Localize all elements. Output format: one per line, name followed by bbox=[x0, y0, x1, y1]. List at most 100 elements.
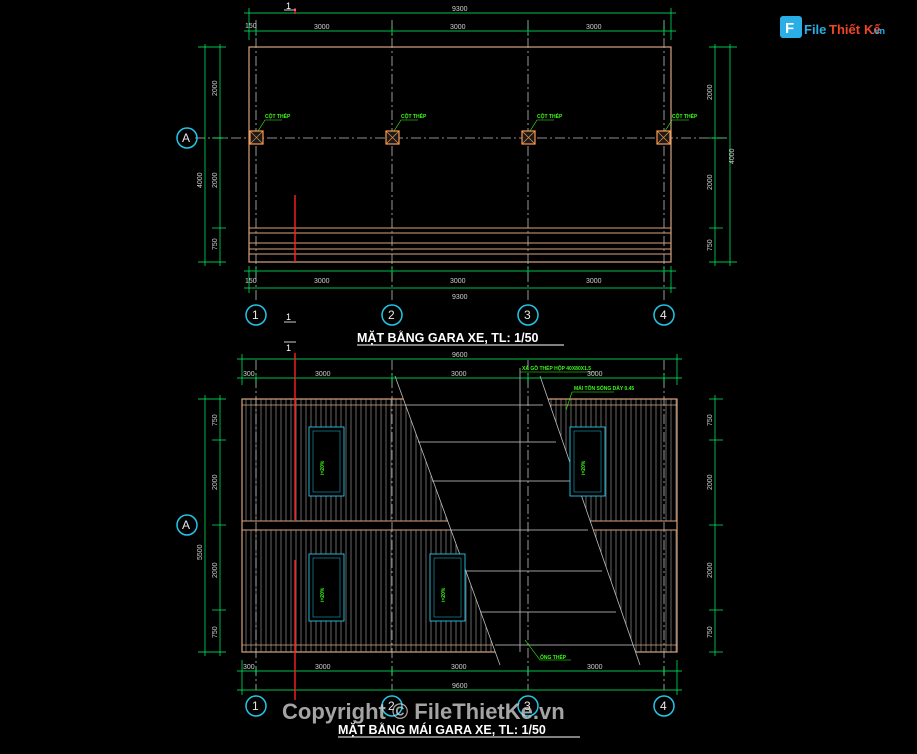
steel-pipe-note: ỐNG THÉP bbox=[540, 653, 567, 661]
bay-span-dim: 3000 bbox=[586, 278, 602, 285]
logo-icon bbox=[780, 16, 802, 38]
left-dim: 750 bbox=[212, 626, 219, 638]
grid-bubble-2 bbox=[381, 695, 403, 717]
svg-text:1: 1 bbox=[286, 343, 291, 353]
roof-grid-axes bbox=[255, 360, 665, 690]
left-dim: 750 bbox=[212, 238, 219, 250]
bay-span-dim: 3000 bbox=[314, 278, 330, 285]
right-dim: 2000 bbox=[707, 84, 714, 100]
right-dim: 2000 bbox=[707, 474, 714, 490]
svg-text:2: 2 bbox=[388, 308, 395, 322]
right-total-dim: 4000 bbox=[729, 148, 736, 164]
left-dim: 2000 bbox=[212, 80, 219, 96]
svg-text:1: 1 bbox=[252, 308, 259, 322]
grid-bubble-4 bbox=[653, 304, 675, 326]
column-label: CỘT THÉP bbox=[672, 112, 698, 120]
skylight-window bbox=[429, 553, 466, 622]
bay-span-dim: 3000 bbox=[586, 24, 602, 31]
steel-columns bbox=[249, 130, 671, 145]
grid-bubble-a bbox=[176, 127, 198, 149]
bay-span-dim: 3000 bbox=[450, 24, 466, 31]
bay-span-dim: 3000 bbox=[450, 278, 466, 285]
svg-text:2: 2 bbox=[388, 699, 395, 713]
steel-column bbox=[385, 130, 400, 145]
steel-column bbox=[656, 130, 671, 145]
edge-offset-dim: 300 bbox=[243, 371, 255, 378]
column-label: CỘT THÉP bbox=[265, 112, 291, 120]
column-label: CỘT THÉP bbox=[401, 112, 427, 120]
edge-offset-dim: 300 bbox=[243, 664, 255, 671]
right-dim: 750 bbox=[707, 239, 714, 251]
logo-word-file: File bbox=[804, 22, 826, 37]
grid-bubble-2 bbox=[381, 304, 403, 326]
grid-bubbles-roof: A 1 2 3 4 bbox=[176, 514, 675, 717]
roof-dimension-lines bbox=[198, 354, 723, 695]
side-dimension-lines bbox=[198, 44, 737, 266]
slope-label: i=20% bbox=[320, 460, 326, 475]
grid-bubble-a bbox=[176, 514, 198, 536]
left-dim: 2000 bbox=[212, 172, 219, 188]
copyright-watermark: Copyright © FileThietKe.vn bbox=[282, 699, 565, 724]
section-marker-top: 1 1 bbox=[284, 1, 296, 323]
right-dim: 2000 bbox=[707, 562, 714, 578]
grid-bubbles-top: A 1 2 3 4 bbox=[176, 127, 675, 326]
roof-sheet-note: MÁI TÔN SÓNG DÀY 0.45 bbox=[574, 384, 634, 392]
steel-column bbox=[521, 130, 536, 145]
left-dim: 2000 bbox=[212, 562, 219, 578]
plan-title: MẶT BẰNG GARA XE, TL: 1/50 bbox=[357, 330, 539, 345]
floor-outline bbox=[248, 46, 672, 263]
purlin-note: XÀ GỒ THÉP HỘP 40X80X1.5 bbox=[522, 364, 591, 372]
section-marker-bottom: 1 bbox=[286, 312, 291, 322]
skylight-windows bbox=[308, 426, 606, 622]
overall-width-dim: 9300 bbox=[452, 6, 468, 13]
overall-width-dim: 9600 bbox=[452, 683, 468, 690]
bay-span-dim: 3000 bbox=[451, 664, 467, 671]
bay-span-dim: 3000 bbox=[451, 371, 467, 378]
slope-label: i=20% bbox=[581, 460, 587, 475]
svg-text:4: 4 bbox=[660, 308, 667, 322]
left-total-dim: 4000 bbox=[197, 172, 204, 188]
overall-width-dim: 9600 bbox=[452, 352, 468, 359]
overall-width-dim: 9300 bbox=[452, 294, 468, 301]
bay-span-dim: 3000 bbox=[315, 371, 331, 378]
filethietke-logo: F File Thiết Kế .vn bbox=[780, 16, 885, 38]
section-marker-roof: 1 bbox=[284, 341, 296, 353]
svg-text:3: 3 bbox=[524, 699, 531, 713]
logo-icon-letter: F bbox=[785, 20, 794, 37]
right-dim: 750 bbox=[707, 414, 714, 426]
top-dimension-lines bbox=[244, 8, 676, 293]
skylight-band bbox=[394, 375, 641, 666]
right-dim: 750 bbox=[707, 626, 714, 638]
svg-text:1: 1 bbox=[286, 1, 291, 11]
garage-roof-plan: i=20% i=20% i=20% i=20% XÀ GỒ THÉP HỘP 4… bbox=[176, 341, 723, 738]
svg-text:3: 3 bbox=[524, 308, 531, 322]
garage-floor-plan: CỘT THÉP CỘT THÉP CỘT THÉP CỘT THÉP 9300… bbox=[176, 1, 737, 346]
svg-text:A: A bbox=[182, 518, 190, 532]
grid-bubble-4 bbox=[653, 695, 675, 717]
steel-column bbox=[249, 130, 264, 145]
column-label: CỘT THÉP bbox=[537, 112, 563, 120]
grid-bubble-1 bbox=[245, 695, 267, 717]
skylight-window bbox=[308, 553, 345, 622]
left-total-dim: 5500 bbox=[197, 544, 204, 560]
left-dim: 750 bbox=[212, 414, 219, 426]
svg-text:A: A bbox=[182, 131, 190, 145]
grid-bubble-3 bbox=[517, 695, 539, 717]
slope-label: i=20% bbox=[320, 587, 326, 602]
front-steps bbox=[249, 227, 671, 255]
svg-text:4: 4 bbox=[660, 699, 667, 713]
bay-span-dim: 3000 bbox=[587, 664, 603, 671]
svg-text:1: 1 bbox=[252, 699, 259, 713]
grid-bubble-3 bbox=[517, 304, 539, 326]
skylight-window bbox=[569, 426, 606, 497]
grid-bubble-1 bbox=[245, 304, 267, 326]
bay-span-dim: 3000 bbox=[315, 664, 331, 671]
bay-span-dim: 3000 bbox=[587, 371, 603, 378]
bay-span-dim: 3000 bbox=[314, 24, 330, 31]
logo-word-thiet: Thiết bbox=[829, 22, 861, 37]
roof-plan-title: MẶT BẰNG MÁI GARA XE, TL: 1/50 bbox=[338, 722, 546, 737]
skylight-window bbox=[308, 426, 345, 497]
logo-suffix: .vn bbox=[872, 26, 885, 36]
edge-offset-dim: 150 bbox=[245, 23, 257, 30]
